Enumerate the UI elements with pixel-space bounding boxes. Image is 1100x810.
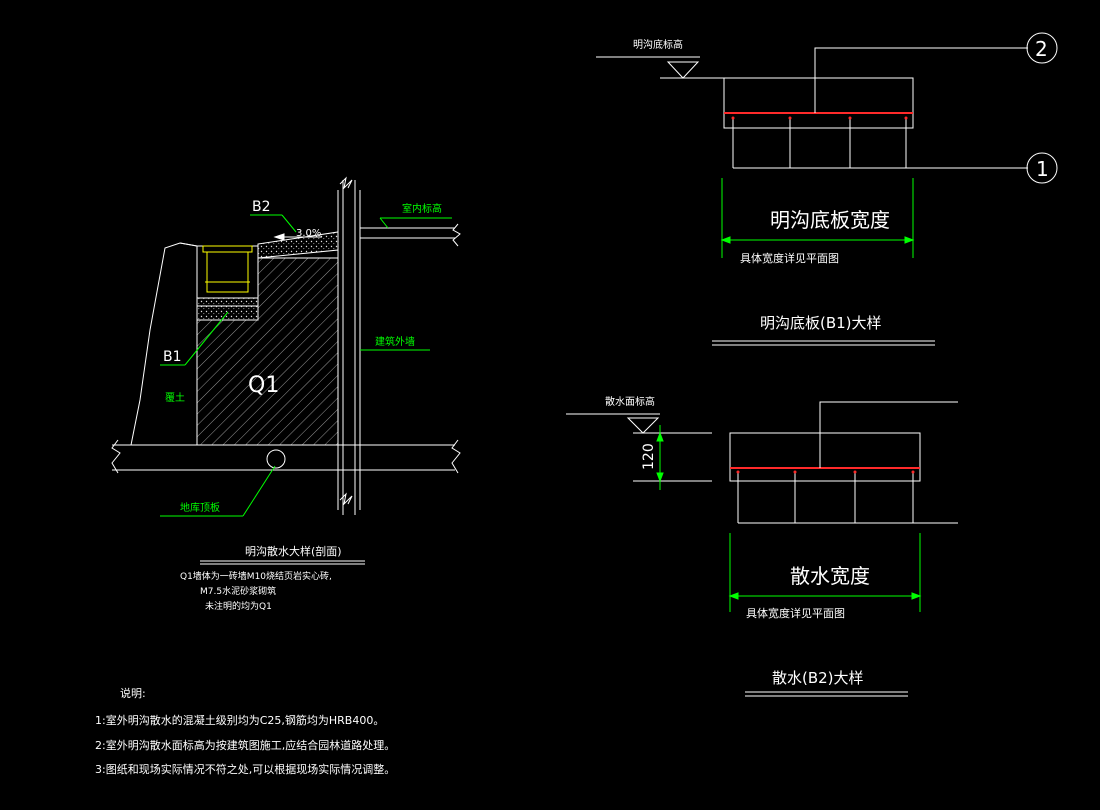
soil-slope bbox=[130, 242, 198, 446]
section-note-0: Q1墙体为一砖墙M10烧结页岩实心砖, bbox=[180, 570, 332, 582]
q1-wall-hatch bbox=[196, 257, 339, 446]
label-fill-soil: 覆土 bbox=[165, 391, 185, 404]
section-note-1: M7.5水泥砂浆砌筑 bbox=[200, 585, 276, 597]
b1-labels: 明沟底标高 2 1 明沟底板宽度 具体宽度详见平面图 明沟底板(B1)大样 bbox=[633, 37, 1049, 346]
label-indoor-elevation: 室内标高 bbox=[402, 202, 442, 215]
note-item-2: 2:室外明沟散水面标高为按建筑图施工,应结合园林道路处理。 bbox=[95, 738, 395, 752]
label-q1: Q1 bbox=[248, 373, 279, 398]
b2-dim-120: 120 bbox=[641, 443, 657, 470]
b1-width-note: 具体宽度详见平面图 bbox=[740, 251, 839, 265]
b2-labels: 散水面标高 120 散水宽度 具体宽度详见平面图 散水(B2)大样 bbox=[605, 395, 908, 697]
ref-circle-1: 1 bbox=[1036, 157, 1049, 181]
labels-left: B2 3.0% 室内标高 B1 建筑外墙 覆土 Q1 地库顶板 明沟散水大样(剖… bbox=[163, 199, 442, 612]
label-b2: B2 bbox=[252, 199, 271, 215]
section-note-2: 未注明的均为Q1 bbox=[205, 600, 272, 612]
section-left bbox=[111, 176, 461, 515]
b1-width-label: 明沟底板宽度 bbox=[770, 208, 890, 232]
notes-heading: 说明: bbox=[120, 686, 146, 700]
b1-elev-label: 明沟底标高 bbox=[633, 38, 683, 51]
leaders-left bbox=[160, 214, 452, 517]
indoor-floor bbox=[360, 223, 461, 247]
building-wall bbox=[337, 176, 361, 515]
slope-arrow bbox=[273, 233, 322, 241]
b2-width-label: 散水宽度 bbox=[790, 564, 870, 588]
label-building-wall: 建筑外墙 bbox=[375, 335, 415, 348]
b2-width-note: 具体宽度详见平面图 bbox=[746, 606, 845, 620]
section-title: 明沟散水大样(剖面) bbox=[245, 544, 342, 558]
note-item-3: 3:图纸和现场实际情况不符之处,可以根据现场实际情况调整。 bbox=[95, 762, 395, 776]
general-notes: 说明: 1:室外明沟散水的混凝土级别均为C25,钢筋均为HRB400。 2:室外… bbox=[95, 686, 395, 776]
b2-title: 散水(B2)大样 bbox=[772, 669, 864, 687]
b2-elev-label: 散水面标高 bbox=[605, 395, 655, 408]
ref-circle-2: 2 bbox=[1035, 37, 1048, 61]
note-item-1: 1:室外明沟散水的混凝土级别均为C25,钢筋均为HRB400。 bbox=[95, 713, 384, 727]
b1-title: 明沟底板(B1)大样 bbox=[760, 314, 882, 332]
label-base-slab: 地库顶板 bbox=[180, 501, 220, 514]
label-b1: B1 bbox=[163, 349, 182, 365]
label-slope: 3.0% bbox=[296, 228, 321, 239]
b1-detail bbox=[596, 32, 1058, 184]
b2-dimensions bbox=[656, 425, 922, 612]
b1-dimension bbox=[720, 178, 915, 258]
b2-detail bbox=[566, 401, 958, 524]
drain-channel bbox=[196, 245, 259, 321]
